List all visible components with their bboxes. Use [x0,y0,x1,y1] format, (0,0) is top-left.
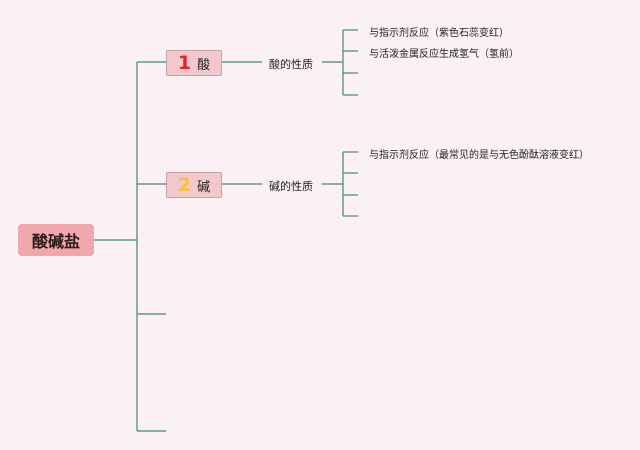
leaf-acid-indicator[interactable]: 与指示剂反应（紫色石蕊变红） [369,28,509,39]
branch-label-acid: 酸 [197,57,211,73]
branch-node-acid[interactable]: 1 酸 [166,50,222,76]
leaf-acid-metal[interactable]: 与活泼金属反应生成氢气（氢前） [369,49,519,60]
root-label: 酸碱盐 [31,232,80,251]
root-node[interactable]: 酸碱盐 [18,224,94,256]
topic-base-properties[interactable]: 碱的性质 [269,180,313,193]
branch-number-2: 2 [177,173,192,196]
branch-node-base[interactable]: 2 碱 [166,172,222,198]
branch-number-1: 1 [177,51,192,74]
branch-label-base: 碱 [197,179,211,195]
leaf-base-indicator[interactable]: 与指示剂反应（最常见的是与无色酚酞溶液变红） [369,150,589,161]
topic-acid-properties[interactable]: 酸的性质 [269,58,313,71]
